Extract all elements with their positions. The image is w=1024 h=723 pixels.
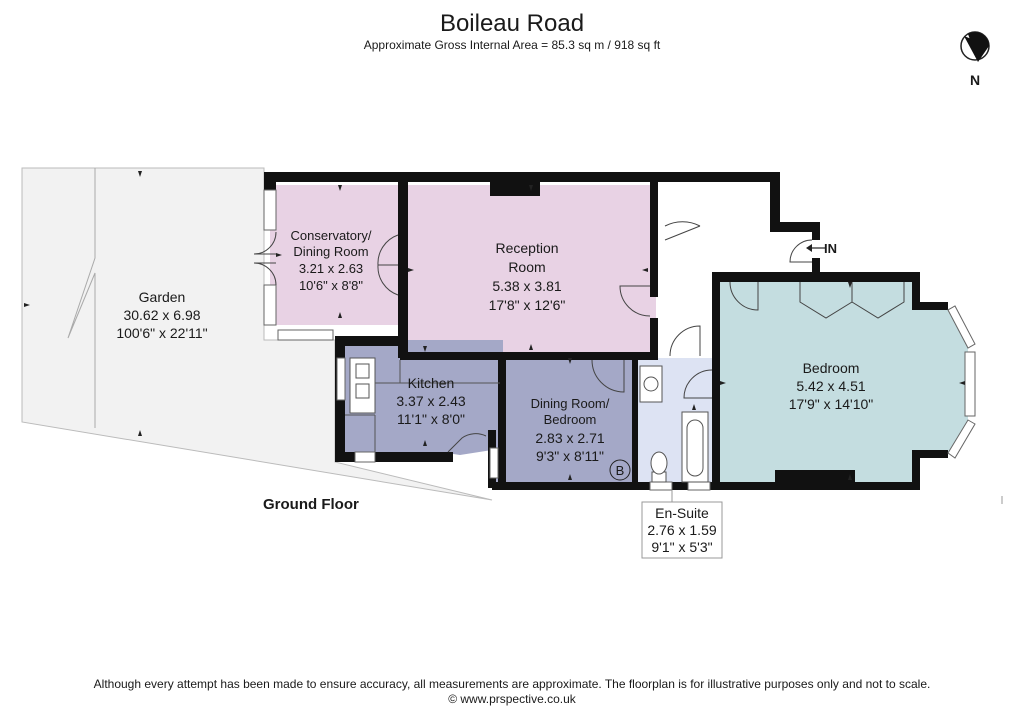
garden-label: Garden 30.62 x 6.98 100'6" x 22'11": [116, 289, 207, 341]
svg-text:5.42 x 4.51: 5.42 x 4.51: [796, 378, 865, 394]
conservatory-fill: [270, 185, 403, 325]
bedroom-label: Bedroom 5.42 x 4.51 17'9" x 14'10": [789, 360, 874, 412]
svg-text:3.21 x 2.63: 3.21 x 2.63: [299, 261, 363, 276]
svg-text:Dining Room: Dining Room: [293, 244, 368, 259]
svg-text:17'9" x 14'10": 17'9" x 14'10": [789, 396, 874, 412]
area-subtitle: Approximate Gross Internal Area = 85.3 s…: [363, 38, 661, 52]
svg-text:3.37 x 2.43: 3.37 x 2.43: [396, 393, 465, 409]
svg-text:Room: Room: [508, 259, 545, 275]
fixtures: [345, 357, 709, 483]
boiler-circle: [609, 459, 631, 481]
svg-text:Bedroom: Bedroom: [544, 412, 597, 427]
svg-text:30.62 x 6.98: 30.62 x 6.98: [123, 307, 200, 323]
dining-bedroom-label: Dining Room/ Bedroom 2.83 x 2.71 9'3" x …: [531, 396, 610, 464]
svg-text:9'3" x 8'11": 9'3" x 8'11": [536, 448, 604, 464]
svg-text:5.38 x 3.81: 5.38 x 3.81: [492, 278, 561, 294]
dimension-ticks: [24, 171, 965, 480]
doors: [253, 221, 905, 453]
entrance-arrow: [806, 244, 826, 252]
svg-text:Dining Room/: Dining Room/: [531, 396, 610, 411]
svg-text:10'6" x 8'8": 10'6" x 8'8": [299, 278, 363, 293]
compass-icon: [960, 31, 990, 62]
reception-label: Reception Room 5.38 x 3.81 17'8" x 12'6": [489, 240, 566, 313]
windows: [263, 189, 976, 491]
entrance-label: IN: [824, 241, 837, 256]
svg-text:En-Suite: En-Suite: [655, 505, 709, 521]
page-title: Boileau Road: [439, 10, 585, 37]
kitchen-label: Kitchen 3.37 x 2.43 11'1" x 8'0": [396, 375, 465, 427]
svg-text:Bedroom: Bedroom: [803, 360, 860, 376]
conservatory-label: Conservatory/ Dining Room 3.21 x 2.63 10…: [291, 228, 372, 293]
svg-text:2.83 x 2.71: 2.83 x 2.71: [535, 430, 604, 446]
svg-text:Reception: Reception: [495, 240, 558, 256]
boiler-label: B: [616, 463, 625, 478]
footer-copyright: © www.prspective.co.uk: [448, 692, 576, 706]
garden-path-line: [67, 168, 96, 428]
svg-text:Garden: Garden: [139, 289, 186, 305]
ensuite-label: En-Suite 2.76 x 1.59 9'1" x 5'3": [647, 505, 716, 555]
footer-disclaimer: Although every attempt has been made to …: [93, 677, 931, 691]
kitchen-fill: [345, 340, 503, 485]
bedroom-fill: [716, 280, 968, 485]
ensuite-label-box: [641, 501, 723, 559]
svg-text:17'8" x 12'6": 17'8" x 12'6": [489, 297, 566, 313]
svg-text:100'6" x 22'11": 100'6" x 22'11": [116, 325, 207, 341]
svg-text:9'1" x 5'3": 9'1" x 5'3": [651, 539, 712, 555]
svg-text:11'1" x 8'0": 11'1" x 8'0": [397, 411, 465, 427]
compass-label: N: [970, 72, 980, 88]
svg-text:2.76 x 1.59: 2.76 x 1.59: [647, 522, 716, 538]
floor-label: Ground Floor: [263, 496, 359, 513]
reception-fill: [406, 185, 656, 355]
svg-text:Conservatory/: Conservatory/: [291, 228, 372, 243]
svg-text:Kitchen: Kitchen: [408, 375, 455, 391]
